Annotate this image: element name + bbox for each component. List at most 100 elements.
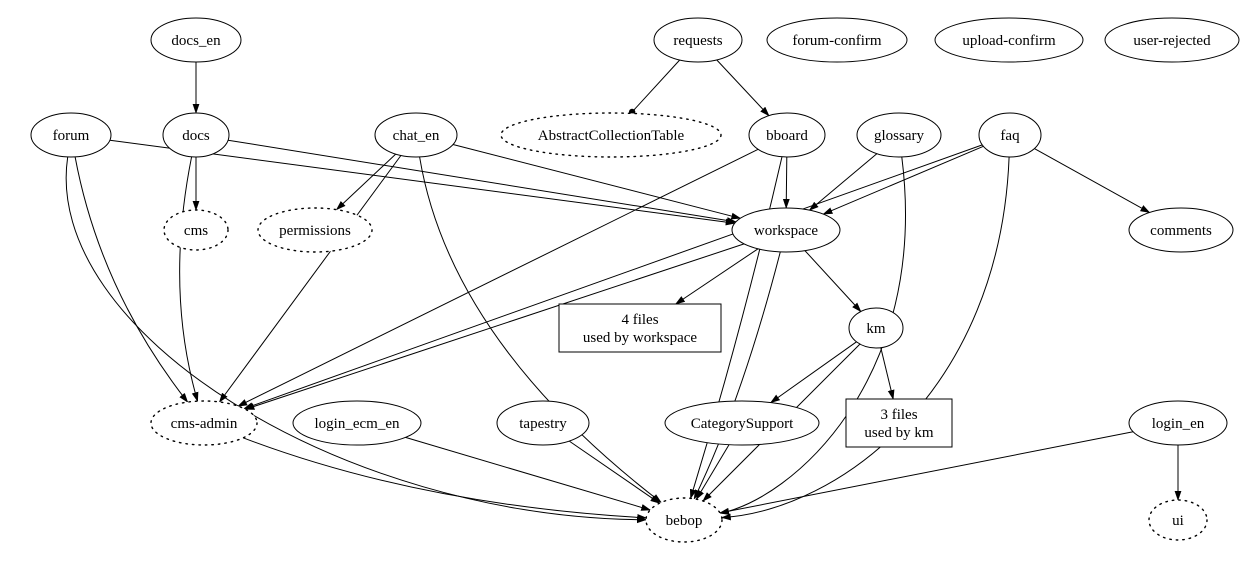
node-label: tapestry xyxy=(519,416,567,432)
edge-workspace-bebop xyxy=(693,251,781,500)
node-ellipse xyxy=(653,17,743,63)
edge-category_support-bebop xyxy=(695,444,730,501)
node-layer: docs_en requests forum-confirm upload-confi… xyxy=(30,17,1240,543)
edge-glossary-workspace xyxy=(808,153,878,211)
node-category_support: CategorySupport xyxy=(664,400,820,446)
edge-forum-workspace xyxy=(109,139,736,226)
node-ellipse xyxy=(162,112,230,158)
node-ellipse xyxy=(645,497,723,543)
node-ellipse xyxy=(766,17,908,63)
node-ellipse xyxy=(163,209,229,251)
node-label: bboard xyxy=(766,128,808,144)
node-docs: docs xyxy=(162,112,230,158)
node-ellipse xyxy=(934,17,1084,63)
node-ellipse xyxy=(500,112,722,158)
node-glossary: glossary xyxy=(856,112,942,158)
node-label: docs xyxy=(182,128,210,144)
node-ellipse xyxy=(1104,17,1240,63)
node-label: AbstractCollectionTable xyxy=(538,128,685,144)
node-faq: faq xyxy=(978,112,1042,158)
edge-km-category_support xyxy=(769,341,857,404)
node-forum: forum xyxy=(30,112,112,158)
edge-cms_admin-bebop xyxy=(242,437,648,521)
edge-bboard-cms_admin xyxy=(237,148,759,407)
node-ellipse xyxy=(374,112,458,158)
node-comments: comments xyxy=(1128,207,1234,253)
edge-bboard-bebop xyxy=(689,156,783,500)
node-ellipse xyxy=(150,17,242,63)
edge-docs-workspace xyxy=(228,139,737,224)
edge-bboard-workspace xyxy=(782,156,790,209)
node-label: cms-admin xyxy=(171,416,238,432)
node-ellipse xyxy=(292,400,422,446)
node-label: faq xyxy=(1000,128,1020,144)
node-ellipse xyxy=(978,112,1042,158)
node-label: glossary xyxy=(874,128,924,144)
node-box xyxy=(845,398,953,448)
node-workspace: workspace xyxy=(731,207,841,253)
node-ellipse xyxy=(150,400,258,446)
edge-workspace-km xyxy=(804,250,862,313)
node-bboard: bboard xyxy=(748,112,826,158)
node-ellipse xyxy=(1148,499,1208,541)
node-ellipse xyxy=(30,112,112,158)
node-label: chat_en xyxy=(393,128,440,144)
node-label: login_en xyxy=(1152,416,1205,432)
node-permissions: permissions xyxy=(257,207,373,253)
node-login_en: login_en xyxy=(1128,400,1228,446)
node-ellipse xyxy=(1128,207,1234,253)
edge-faq-workspace xyxy=(822,145,984,215)
node-label: forum xyxy=(53,128,90,144)
node-label: CategorySupport xyxy=(691,416,794,432)
node-bebop: bebop xyxy=(645,497,723,543)
edge-login_ecm_en-bebop xyxy=(405,436,652,511)
node-ellipse xyxy=(1128,400,1228,446)
node-label: permissions xyxy=(279,223,351,239)
node-abstract_collection_table: AbstractCollectionTable xyxy=(500,112,722,158)
node-login_ecm_en: login_ecm_en xyxy=(292,400,422,446)
node-label: forum-confirm xyxy=(792,33,881,49)
edge-requests-bboard xyxy=(716,59,770,117)
edge-forum-cms_admin xyxy=(74,156,189,403)
node-ellipse xyxy=(748,112,826,158)
node-cms: cms xyxy=(163,209,229,251)
node-label: requests xyxy=(673,33,722,49)
edge-chat_en-bebop xyxy=(419,156,662,504)
edge-docs-cms_admin xyxy=(179,156,199,403)
node-label: comments xyxy=(1150,223,1212,239)
edge-chat_en-permissions xyxy=(335,153,397,211)
node-ellipse xyxy=(856,112,942,158)
edge-faq-cms_admin xyxy=(243,144,983,410)
node-ellipse xyxy=(731,207,841,253)
edge-workspace-cms_admin xyxy=(244,243,745,410)
edge-requests-abstract_collection_table xyxy=(628,59,681,116)
node-docs_en: docs_en xyxy=(150,17,242,63)
node-label: cms xyxy=(184,223,208,239)
edge-km-files_km xyxy=(880,347,895,400)
edge-forum-bebop xyxy=(65,156,647,524)
edge-chat_en-cms_admin xyxy=(218,155,402,403)
node-ellipse xyxy=(664,400,820,446)
node-ellipse xyxy=(257,207,373,253)
edge-workspace-files_workspace xyxy=(674,248,759,305)
node-cms_admin: cms-admin xyxy=(150,400,258,446)
edge-login_en-bebop xyxy=(719,431,1134,515)
node-tapestry: tapestry xyxy=(496,400,590,446)
node-ui: ui xyxy=(1148,499,1208,541)
node-label: user-rejected xyxy=(1133,33,1211,49)
node-label: login_ecm_en xyxy=(315,416,400,432)
node-label: ui xyxy=(1172,513,1184,529)
edge-chat_en-workspace xyxy=(452,144,742,220)
edge-faq-comments xyxy=(1034,148,1151,213)
node-label: bebop xyxy=(666,513,703,529)
node-upload_confirm: upload-confirm xyxy=(934,17,1084,63)
node-label: km xyxy=(866,321,886,337)
node-ellipse xyxy=(496,400,590,446)
node-forum_confirm: forum-confirm xyxy=(766,17,908,63)
node-label: docs_en xyxy=(171,33,221,49)
node-label: upload-confirm xyxy=(962,33,1056,49)
node-label: workspace xyxy=(754,223,818,239)
